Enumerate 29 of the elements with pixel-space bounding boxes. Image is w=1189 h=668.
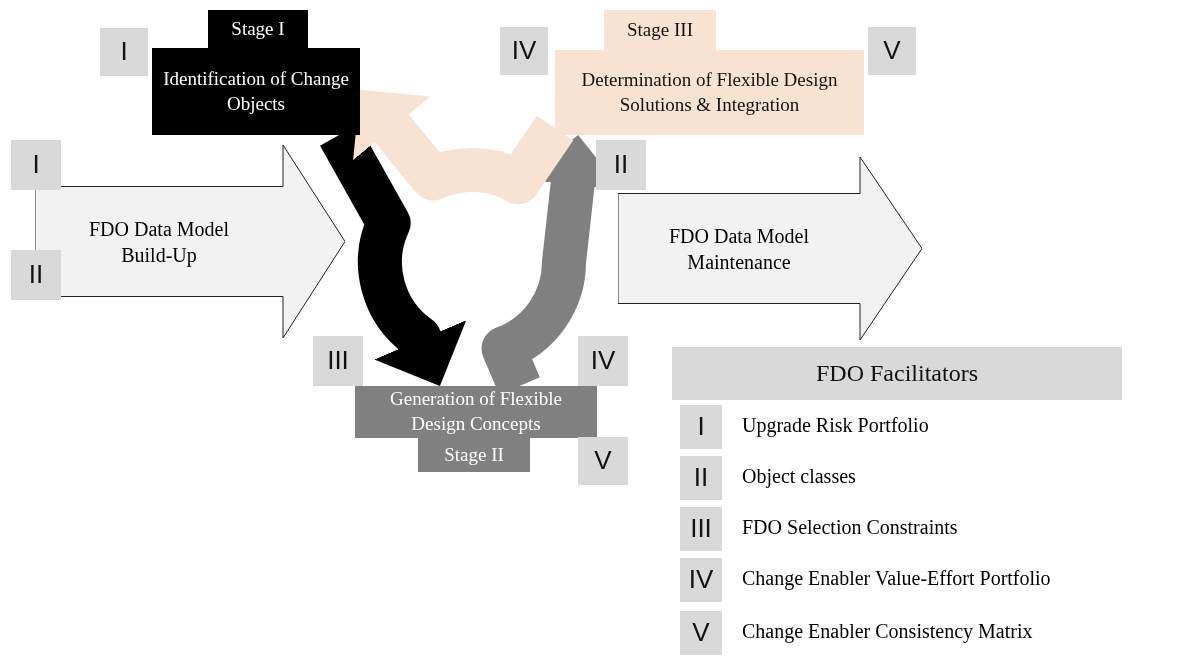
stage-box: Stage I [208,10,308,48]
numeral-badge: II [680,456,722,500]
numeral-badge: III [680,507,722,551]
stage-box: Identification of Change Objects [152,48,360,135]
numeral-badge: IV [680,558,722,602]
numeral-badge: V [680,611,722,655]
numeral-badge: I [11,140,61,190]
arrow-text: FDO Data Model Maintenance [668,223,810,275]
numeral-badge: V [578,437,628,485]
arrow-text: FDO Data Model Build-Up [88,216,230,268]
stage-box: Generation of Flexible Design Concepts [355,386,597,438]
stage-box: Stage III [604,10,716,50]
numeral-badge: V [868,27,916,75]
facilitator-text: Change Enabler Consistency Matrix [742,620,1033,643]
numeral-badge: IV [500,27,548,75]
legend-header: FDO Facilitators [672,347,1122,400]
facilitator-text: Object classes [742,465,856,488]
facilitator-text: Change Enabler Value-Effort Portfolio [742,567,1051,590]
facilitator-text: Upgrade Risk Portfolio [742,414,929,437]
numeral-badge: II [11,250,61,300]
cycle-arrow [353,89,574,205]
stage-box: Determination of Flexible Design Solutions & Integration [555,50,864,135]
numeral-badge: I [100,28,148,76]
facilitator-text: FDO Selection Constraints [742,516,958,539]
numeral-badge: IV [578,336,628,386]
numeral-badge: II [596,140,646,190]
stage-box: Stage II [418,438,530,472]
numeral-badge: I [680,405,722,449]
numeral-badge: III [313,336,363,386]
